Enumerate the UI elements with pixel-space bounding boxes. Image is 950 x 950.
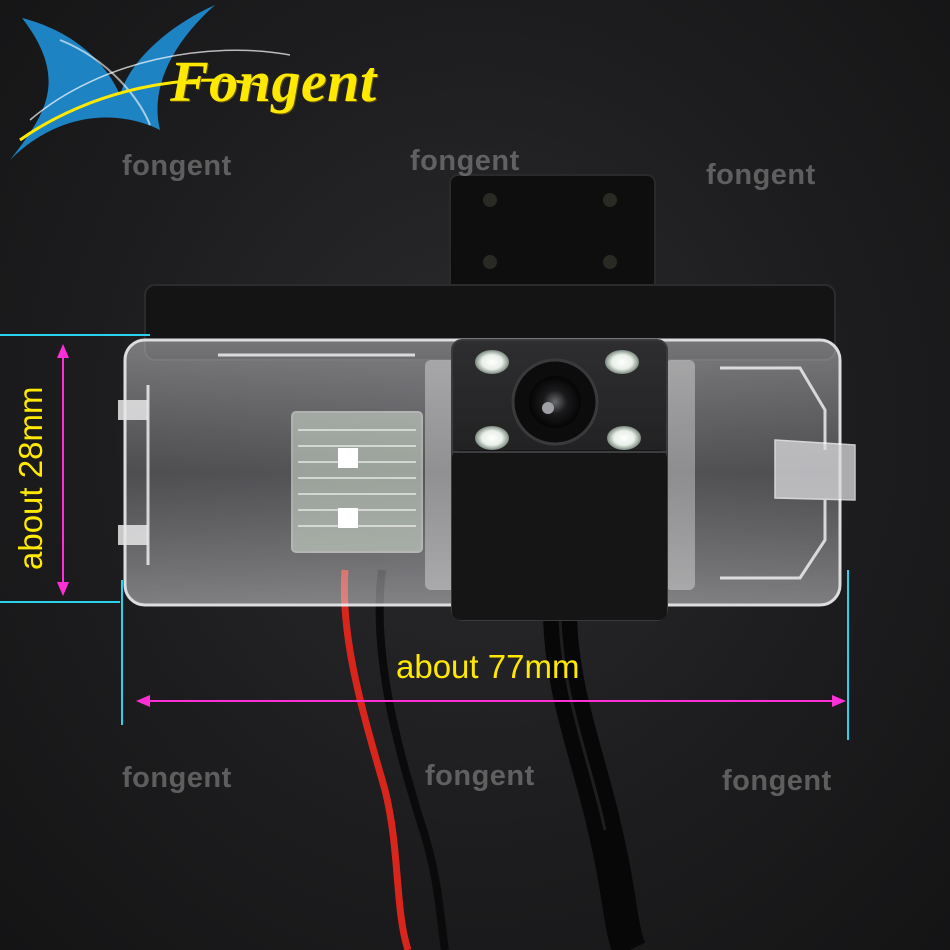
height-dimension-label: about 28mm (12, 386, 49, 570)
black-wire-thin (375, 569, 449, 950)
width-dimension-label: about 77mm (396, 648, 580, 685)
watermark: fongent (122, 150, 232, 182)
led-top-right (605, 350, 639, 374)
led-bottom-right (607, 426, 641, 450)
swoosh-logo-icon (10, 5, 291, 160)
watermark: fongent (122, 762, 232, 794)
watermark: fongent (706, 159, 816, 191)
red-wire (340, 569, 412, 950)
led-top-left (475, 350, 509, 374)
watermark: fongent (410, 145, 520, 177)
brand-name: Fongent (170, 49, 377, 114)
watermark: fongent (425, 760, 535, 792)
watermark: fongent (722, 765, 832, 797)
license-light-block (291, 411, 423, 553)
led-bottom-left (475, 426, 509, 450)
